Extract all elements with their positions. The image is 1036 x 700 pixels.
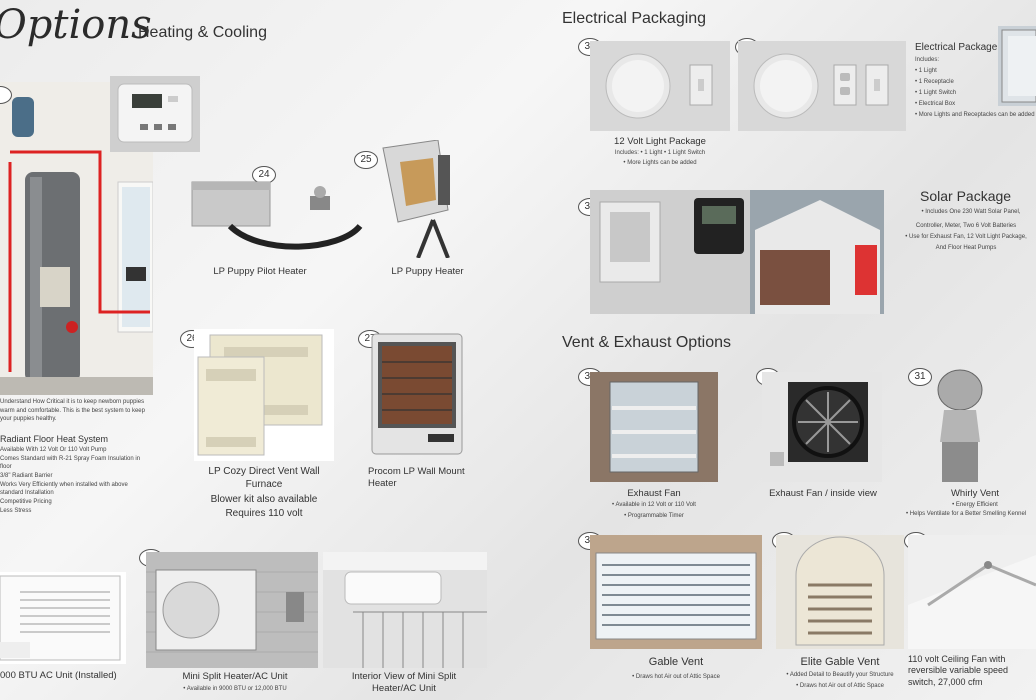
electrical-section-title: Electrical Packaging	[562, 10, 707, 27]
cozy-wall-furnace-photo	[194, 329, 334, 461]
gable-vent-photo	[590, 535, 762, 649]
page-subtitle: Heating & Cooling	[138, 24, 267, 41]
ac-unit-photo	[0, 572, 126, 664]
elite-gable-vent-label: Elite Gable Vent	[800, 656, 880, 668]
gable-vent-label: Gable Vent	[648, 656, 704, 668]
thermostat-photo	[110, 76, 200, 152]
lp-puppy-pilot-heater-label: LP Puppy Pilot Heater	[213, 266, 307, 277]
procom-heater-photo	[368, 326, 466, 458]
elite-gable-vent-note: • Draws hot Air out of Attic Space	[796, 683, 884, 689]
radiant-feature: Comes Standard with R-21 Spray Foam Insu…	[0, 455, 141, 471]
mini-split-interior-label: Interior View of Mini Split Heater/AC Un…	[351, 671, 457, 694]
lp-puppy-heater-photo	[378, 140, 463, 258]
exhaust-fan-inside-photo	[762, 372, 882, 482]
whirly-vent-label: Whirly Vent	[950, 488, 1000, 499]
electrical-package-title: Electrical Package	[915, 42, 998, 53]
radiant-feature: Works Very Efficiently when installed wi…	[0, 481, 128, 497]
vent-section-title: Vent & Exhaust Options	[562, 334, 731, 351]
exhaust-fan-label: Exhaust Fan	[627, 488, 681, 499]
mini-split-outdoor-photo	[146, 552, 318, 668]
radiant-feature: 3/8" Radiant Barrier	[0, 473, 53, 480]
solar-line: Controller, Meter, Two 6 Volt Batteries	[915, 223, 1017, 229]
cozy-wall-furnace-label: LP Cozy Direct Vent Wall Furnace	[208, 466, 320, 490]
item-badge-25: 25	[354, 151, 378, 169]
12-volt-light-package-label: 12 Volt Light Package	[614, 136, 706, 147]
radiant-feature: Available With 12 Volt Or 110 Volt Pump	[0, 447, 107, 453]
electrical-package-item: More Lights and Receptacles can be added	[915, 110, 1036, 121]
mini-split-note: • Available in 9000 BTU or 12,000 BTU	[183, 686, 287, 692]
whirly-vent-photo	[914, 362, 1036, 482]
cozy-voltage-note: Requires 110 volt	[225, 508, 303, 519]
electrical-box-photo	[998, 26, 1036, 106]
electrical-package-item: 1 Light	[915, 66, 1036, 77]
ac-unit-label: 000 BTU AC Unit (Installed)	[0, 670, 117, 681]
solar-package-title: Solar Package	[920, 188, 1012, 204]
lp-puppy-pilot-heater-photo	[190, 176, 365, 256]
ceiling-fan-photo	[908, 535, 1036, 649]
procom-heater-label: Procom LP Wall Mount Heater	[368, 466, 465, 489]
ceiling-fan-label: 110 volt Ceiling Fan with reversible var…	[908, 654, 1009, 687]
12-volt-light-more: • More Lights can be added	[623, 160, 697, 166]
12-volt-light-package-photo	[590, 41, 730, 131]
electrical-package-item: Electrical Box	[915, 99, 1036, 110]
radiant-feature: Competitive Pricing	[0, 499, 52, 506]
electrical-package-list: 1 Light 1 Receptacle 1 Light Switch Elec…	[915, 66, 1036, 121]
12-volt-light-includes: Includes: • 1 Light • 1 Light Switch	[614, 150, 706, 156]
solar-line: And Floor Heat Pumps	[935, 245, 997, 251]
electrical-package-includes: Includes:	[915, 57, 940, 63]
solar-line: • Use for Exhaust Fan, 12 Volt Light Pac…	[905, 234, 1027, 240]
whirly-vent-note: • Helps Ventilate for a Better Smelling …	[906, 511, 1027, 517]
cozy-blower-note: Blower kit also available	[210, 494, 318, 505]
solar-line: • Includes One 230 Watt Solar Panel,	[921, 209, 1021, 215]
exhaust-fan-note: • Programmable Timer	[624, 513, 684, 519]
exhaust-fan-inside-label: Exhaust Fan / inside view	[769, 488, 877, 499]
radiant-heading: Radiant Floor Heat System	[0, 434, 109, 444]
elite-gable-vent-photo	[776, 535, 904, 649]
electrical-package-photo	[738, 41, 906, 131]
solar-package-photo	[590, 190, 884, 314]
lp-puppy-heater-label: LP Puppy Heater	[391, 266, 464, 277]
electrical-package-item: 1 Receptacle	[915, 77, 1036, 88]
exhaust-fan-photo	[590, 372, 718, 482]
mini-split-label: Mini Split Heater/AC Unit	[182, 671, 288, 682]
elite-gable-vent-note: • Added Detail to Beautify your Structur…	[786, 672, 894, 678]
mini-split-indoor-photo	[323, 552, 487, 668]
radiant-features-list: Available With 12 Volt Or 110 Volt Pump …	[0, 446, 152, 516]
radiant-intro-text: Understand How Critical it is to keep ne…	[0, 399, 145, 423]
exhaust-fan-note: • Available in 12 Volt or 110 Volt	[612, 502, 696, 508]
item-badge-31: 31	[908, 368, 932, 386]
gable-vent-note: • Draws hot Air out of Attic Space	[632, 674, 720, 680]
electrical-package-item: 1 Light Switch	[915, 88, 1036, 99]
radiant-feature: Less Stress	[0, 507, 32, 514]
page-title: Options	[0, 2, 152, 48]
whirly-vent-note: • Energy Efficient	[952, 502, 998, 508]
